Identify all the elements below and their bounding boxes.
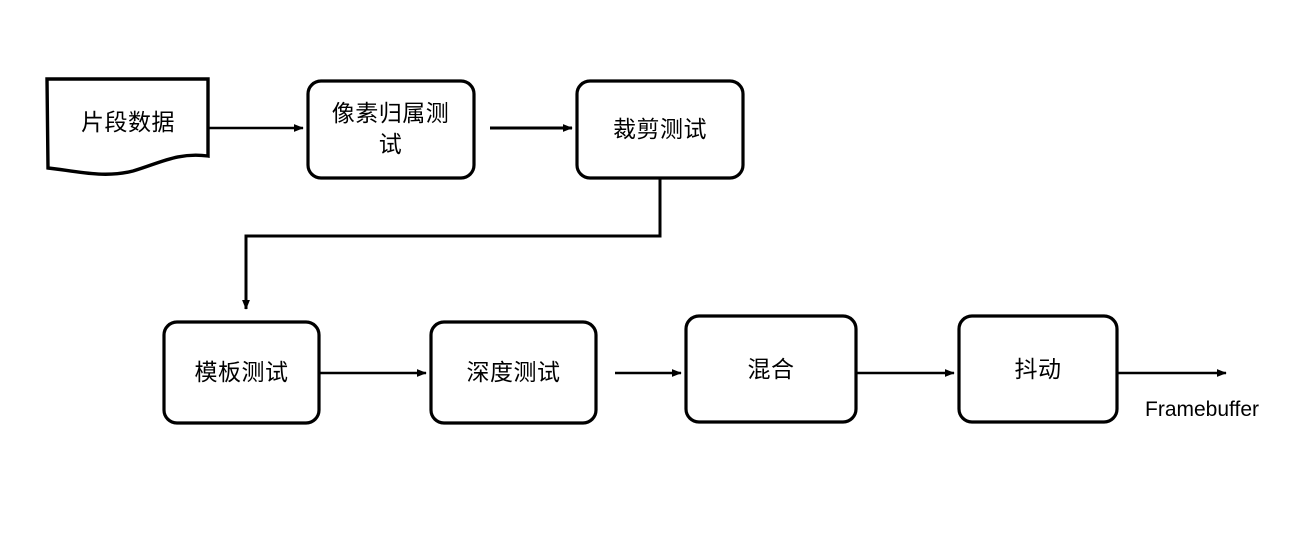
edge-scissor-test-to-stencil-test[interactable]	[242, 179, 662, 310]
node-shape-stencil-test[interactable]	[162, 320, 321, 425]
node-shape-scissor-test[interactable]	[575, 79, 745, 180]
node-shape-depth-test[interactable]	[429, 320, 598, 425]
edge-label-framebuffer: Framebuffer	[1145, 398, 1259, 421]
node-shape-pixel-ownership-test[interactable]	[306, 79, 476, 180]
node-shape-blending[interactable]	[684, 314, 858, 424]
node-shape-fragment-data[interactable]	[45, 77, 210, 176]
node-shape-dithering[interactable]	[957, 314, 1119, 424]
